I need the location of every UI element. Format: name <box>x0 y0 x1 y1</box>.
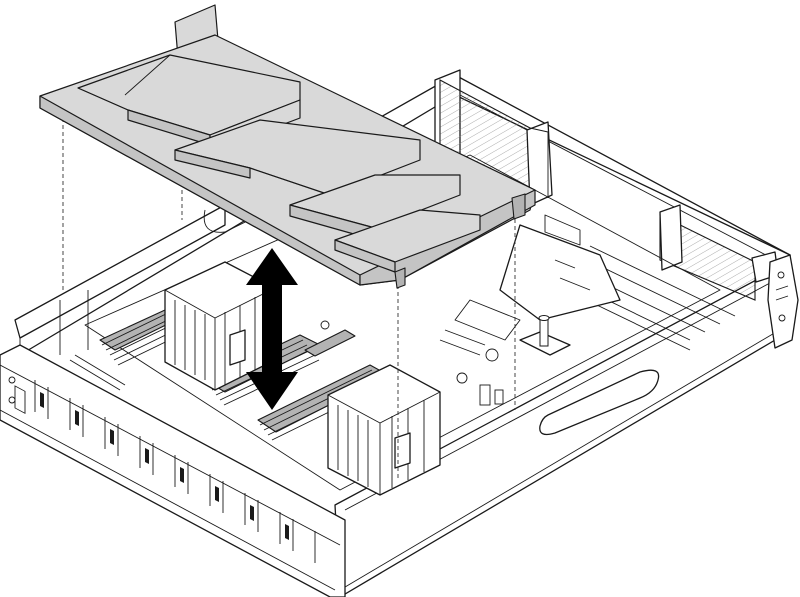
air-baffle <box>39 4 536 289</box>
alignment-guides <box>62 118 516 480</box>
front-drive-bays <box>0 344 346 597</box>
riser-card-right <box>659 214 756 301</box>
rear-latch <box>767 254 799 349</box>
processor-heatsink-1 <box>164 261 276 391</box>
system-board-module <box>499 224 621 321</box>
cable-routing-loop <box>203 199 291 233</box>
double-headed-vertical-arrow-icon <box>246 248 298 410</box>
processor-heatsink-2 <box>327 364 441 496</box>
side-handle-cutout <box>539 369 660 436</box>
